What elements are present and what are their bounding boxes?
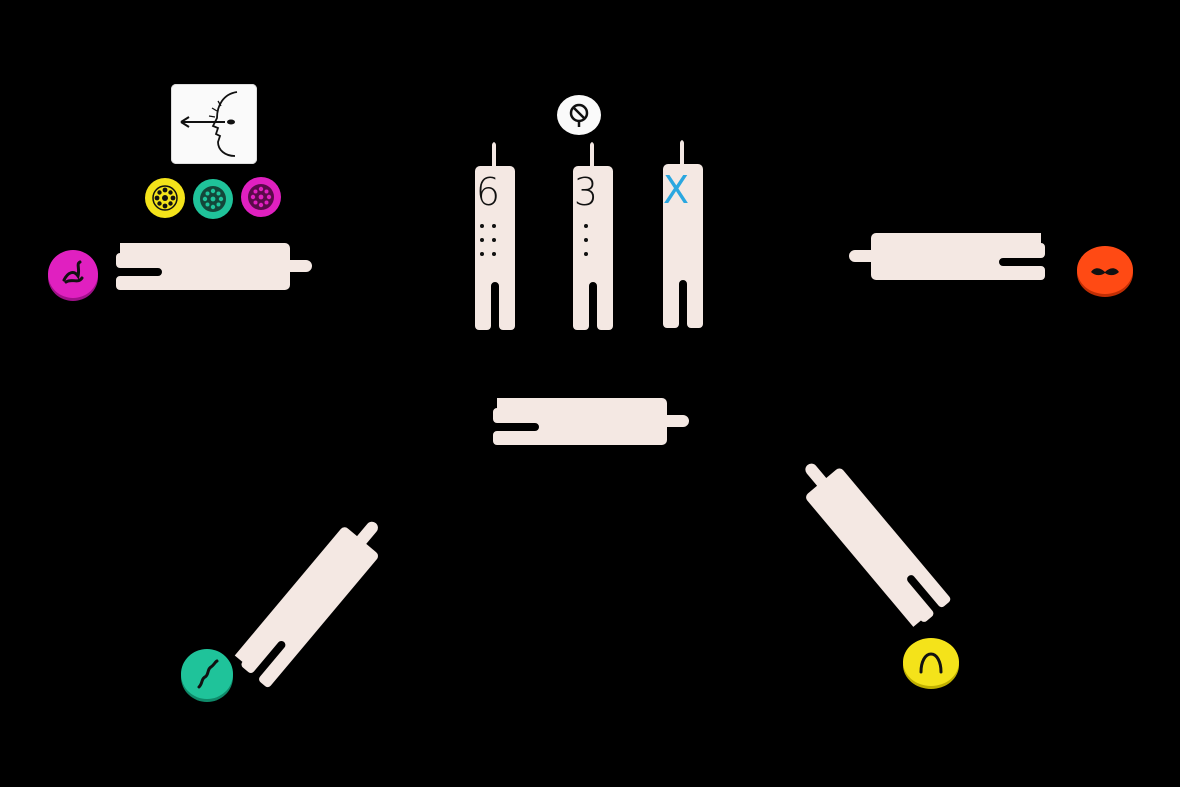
pool-token-teal[interactable] [193, 179, 233, 219]
stick-shape [475, 142, 515, 330]
stick-shape [573, 142, 613, 330]
pool-token-magenta[interactable] [241, 177, 281, 217]
player-token-teal[interactable] [181, 649, 233, 699]
arch-glyph-icon [919, 652, 943, 674]
no-symbol-icon [569, 103, 589, 127]
no-sign-token[interactable] [557, 95, 601, 135]
score-stick-x[interactable]: X [649, 140, 703, 330]
dotted-disc-icon [248, 184, 274, 210]
stick-value: X [662, 168, 690, 212]
stick-shape [493, 398, 689, 445]
look-left-card-icon [180, 91, 238, 157]
stick-shape [663, 140, 703, 328]
player-token-orange[interactable] [1077, 246, 1133, 294]
pool-token-yellow[interactable] [145, 178, 185, 218]
player-stick-orange[interactable] [846, 231, 1046, 283]
player-token-magenta[interactable] [48, 250, 98, 298]
player-stick-yellow[interactable] [786, 445, 954, 632]
squiggle-glyph-icon [197, 659, 219, 689]
wave-glyph-icon [62, 260, 84, 284]
stick-value: 6 [475, 170, 501, 214]
score-stick-6[interactable]: 6 [461, 142, 515, 332]
stick-shape [234, 521, 378, 688]
dotted-disc-icon [152, 185, 178, 211]
player-stick-magenta[interactable] [115, 241, 315, 293]
mustache-glyph-icon [1091, 268, 1119, 276]
dotted-disc-icon [200, 186, 226, 212]
stick-value: 3 [573, 170, 599, 214]
player-token-yellow[interactable] [903, 638, 959, 686]
center-stick[interactable] [492, 396, 692, 448]
player-stick-teal[interactable] [230, 505, 398, 692]
action-card[interactable] [171, 84, 257, 164]
stick-shape [849, 233, 1045, 280]
stick-shape [116, 243, 312, 290]
stick-shape [805, 463, 951, 627]
score-stick-3[interactable]: 3 [559, 142, 613, 332]
